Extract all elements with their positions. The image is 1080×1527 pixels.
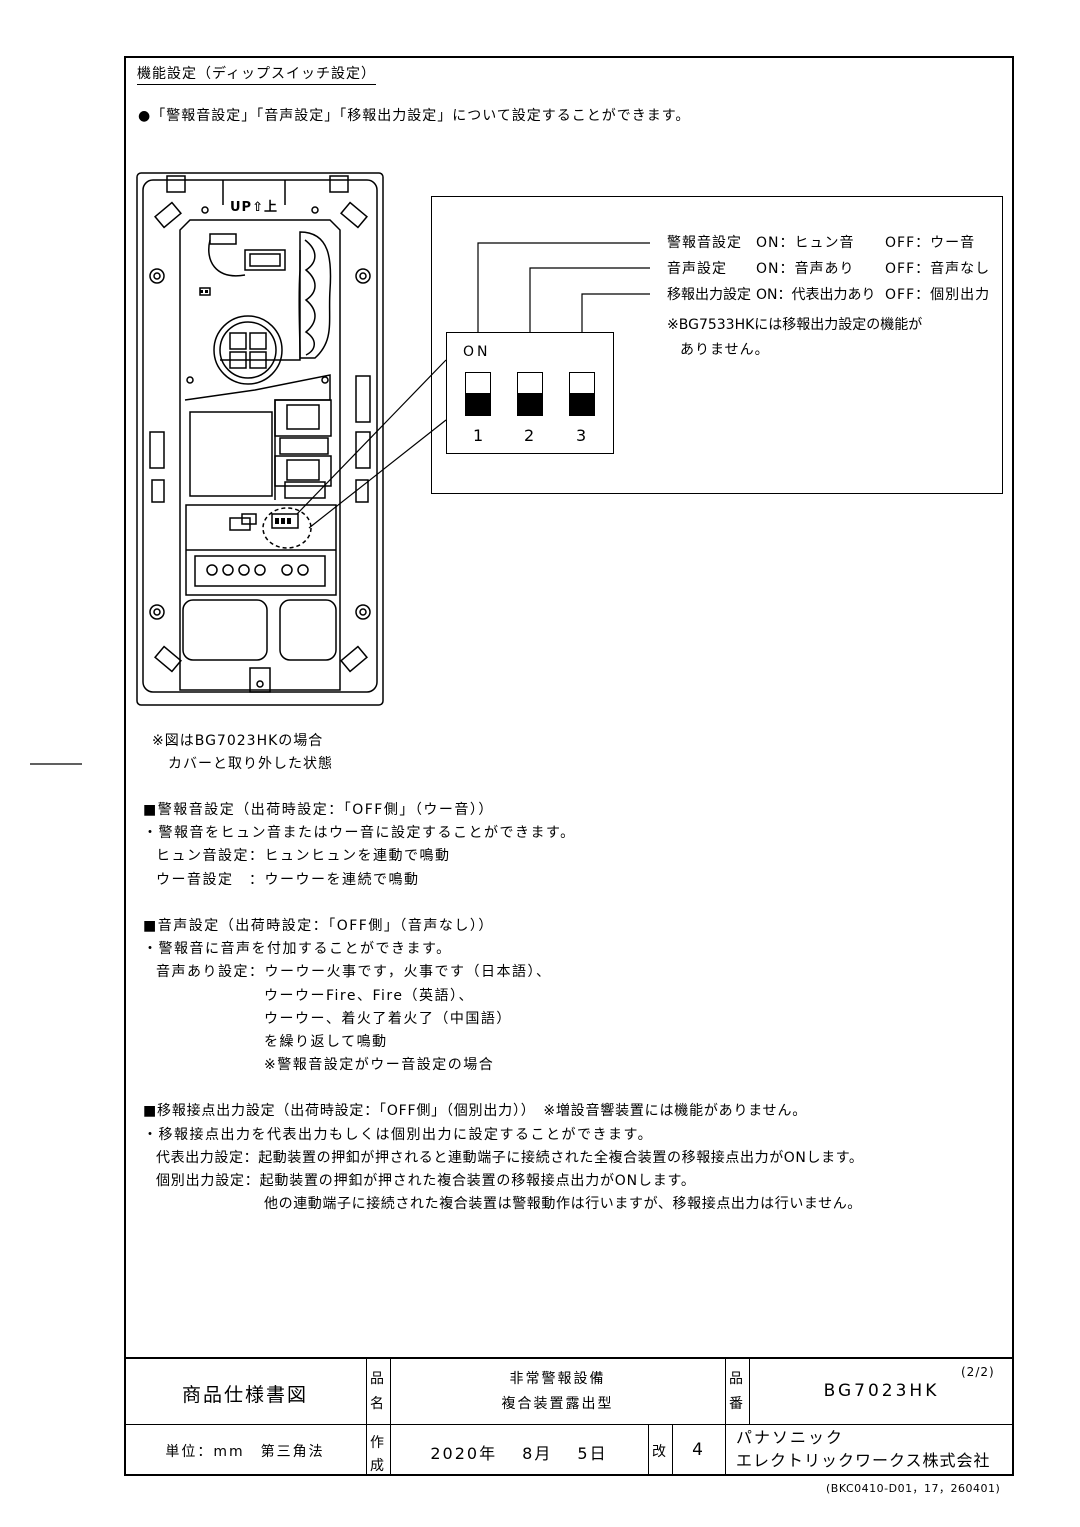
made-label-1: 作 — [370, 1435, 386, 1451]
page-number: (2/2) — [961, 1365, 995, 1379]
switch-on-label: ON — [463, 344, 491, 360]
made-label-2: 成 — [370, 1458, 386, 1474]
revision-number: 4 — [692, 1440, 705, 1460]
title-block-vline-3 — [725, 1357, 726, 1476]
relay-line1: ・移報接点出力を代表出力もしくは個別出力に設定することができます。 — [143, 1127, 654, 1143]
switch-number-3: 3 — [576, 426, 588, 445]
doc-type: 商品仕様書図 — [181, 1384, 308, 1406]
name-label-1: 品 — [370, 1371, 386, 1387]
intro-text: ●「警報音設定」「音声設定」「移報出力設定」について設定することができます。 — [138, 108, 691, 124]
product-name-2: 複合装置露出型 — [501, 1396, 614, 1412]
detail-note-line1: ※BG7533HKには移報出力設定の機能が — [667, 317, 923, 333]
title-block-vline-2 — [390, 1357, 391, 1476]
alarm-line3: ウー音設定 ：ウーウーを連続で鳴動 — [156, 872, 420, 888]
detail-note-line2: ありません。 — [680, 342, 770, 358]
page-frame — [124, 56, 1014, 1476]
detail-row-1-label: 警報音設定 — [667, 235, 742, 251]
switch-number-2: 2 — [524, 426, 536, 445]
name-label-2: 名 — [370, 1396, 386, 1412]
detail-row-3-label: 移報出力設定 — [667, 287, 751, 303]
number-label-2: 番 — [729, 1396, 745, 1412]
document-code: (BKC0410-D01，17，260401) — [826, 1482, 1001, 1495]
figure-note-line2: カバーと取り外した状態 — [168, 756, 333, 772]
title-block-vline-1 — [366, 1357, 367, 1476]
unit-projection: 単位：mm 第三角法 — [165, 1444, 325, 1460]
alarm-heading: ■警報音設定（出荷時設定：「OFF側」（ウー音）） — [143, 802, 494, 818]
detail-row-3-off: OFF：個別出力 — [885, 287, 991, 303]
title-block-vline-4 — [749, 1357, 750, 1424]
product-name-1: 非常警報設備 — [509, 1371, 606, 1387]
title-block-divider — [124, 1424, 1014, 1425]
switch-number-1: 1 — [473, 426, 485, 445]
dip-switch-2 — [517, 372, 543, 416]
dip-switch-detail-box — [431, 196, 1003, 494]
alarm-line2: ヒュン音設定：ヒュンヒュンを連動で鳴動 — [156, 848, 451, 864]
voice-line2: 音声あり設定：ウーウー火事です，火事です（日本語）、 — [156, 964, 552, 980]
alarm-line1: ・警報音をヒュン音またはウー音に設定することができます。 — [143, 825, 576, 841]
dip-switch-diagram — [446, 332, 614, 454]
section-title: 機能設定（ディップスイッチ設定） — [137, 66, 377, 85]
voice-line5: を繰り返して鳴動 — [264, 1034, 388, 1050]
detail-row-2-on: ON：音声あり — [756, 261, 855, 277]
device-up-label: UP⇧上 — [230, 200, 278, 215]
voice-heading: ■音声設定（出荷時設定：「OFF側」（音声なし）） — [143, 918, 494, 934]
company-line1: パナソニック — [736, 1428, 845, 1447]
voice-line1: ・警報音に音声を付加することができます。 — [143, 941, 452, 957]
dip-switch-3 — [569, 372, 595, 416]
relay-line4: 他の連動端子に接続された複合装置は警報動作は行いますが、移報接点出力は行いません… — [264, 1196, 862, 1212]
detail-row-3-on: ON：代表出力あり — [756, 287, 876, 303]
company-line2: エレクトリックワークス株式会社 — [736, 1451, 991, 1470]
relay-line3: 個別出力設定：起動装置の押釦が押された複合装置の移報接点出力がONします。 — [156, 1173, 696, 1189]
detail-row-2-off: OFF：音声なし — [885, 261, 991, 277]
dip-switch-1 — [465, 372, 491, 416]
voice-line4: ウーウー、着火了着火了（中国語） — [264, 1011, 512, 1027]
detail-row-1-off: OFF：ウー音 — [885, 235, 976, 251]
issue-date: 2020年 8月 5日 — [430, 1444, 608, 1463]
revision-label: 改 — [652, 1444, 668, 1460]
number-label-1: 品 — [729, 1371, 745, 1387]
title-block — [124, 1357, 1014, 1476]
detail-row-2-label: 音声設定 — [667, 261, 727, 277]
title-block-vline-5 — [648, 1424, 649, 1476]
relay-line2: 代表出力設定：起動装置の押釦が押されると連動端子に接続された全複合装置の移報接点… — [156, 1150, 864, 1166]
model-number: BG7023HK — [823, 1381, 940, 1401]
figure-note-line1: ※図はBG7023HKの場合 — [152, 733, 324, 749]
voice-line6: ※警報音設定がウー音設定の場合 — [264, 1057, 495, 1073]
voice-line3: ウーウーFire、Fire（英語）、 — [264, 988, 474, 1004]
detail-row-1-on: ON：ヒュン音 — [756, 235, 855, 251]
title-block-vline-6 — [672, 1424, 673, 1476]
relay-heading: ■移報接点出力設定（出荷時設定：「OFF側」（個別出力）） ※増設音響装置には機… — [143, 1103, 808, 1119]
